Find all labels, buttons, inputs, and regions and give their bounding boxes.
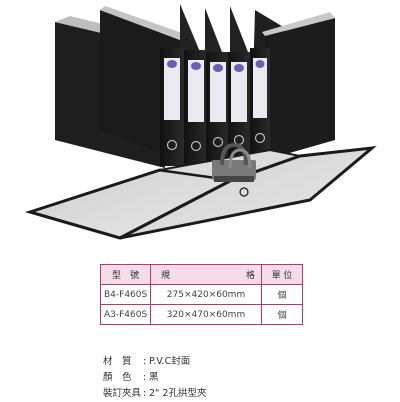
table-row: A3-F460S 320×470×60mm 個: [100, 304, 303, 325]
binder-cover-inside: [262, 12, 335, 36]
lever-arch-mechanism: [212, 142, 256, 182]
binder-spine: [228, 52, 250, 160]
attribute-label: 裝訂夾具: [103, 388, 142, 399]
header-size-right: 格: [245, 271, 255, 281]
cell-size: 275×420×60mm: [150, 284, 262, 305]
attribute-color: 顏 色:黑: [103, 370, 206, 386]
attribute-material: 材 質:P.V.C封面: [103, 354, 206, 370]
attribute-value: P.V.C封面: [149, 356, 191, 367]
header-size-left: 規: [161, 271, 171, 281]
cell-model: A3-F460S: [100, 304, 151, 325]
binder-cover-inside: [100, 6, 185, 40]
spec-table-header-row: 型 號 規 格 單 位: [100, 264, 303, 285]
attribute-value: 2" 2孔拱型夾: [149, 388, 207, 399]
cell-unit: 個: [261, 284, 303, 305]
header-unit: 單 位: [261, 264, 303, 285]
attribute-list: 材 質:P.V.C封面 顏 色:黑 裝訂夾具:2" 2孔拱型夾: [103, 354, 206, 402]
cell-unit: 個: [261, 304, 303, 325]
header-model: 型 號: [100, 264, 151, 285]
binder-spine: [184, 50, 208, 166]
finger-hole: [239, 187, 249, 197]
binder-cover: [265, 18, 335, 160]
binder-spine: [250, 48, 270, 158]
binder-spine: [206, 52, 230, 162]
open-binder: [24, 142, 377, 240]
attribute-value: 黑: [149, 372, 159, 383]
attribute-label: 材 質: [103, 356, 132, 367]
table-row: B4-F460S 275×420×60mm 個: [100, 284, 303, 305]
attribute-label: 顏 色: [103, 372, 132, 383]
open-binder-right-cover: [119, 145, 377, 240]
attribute-fastener: 裝訂夾具:2" 2孔拱型夾: [103, 386, 206, 402]
product-photo: [24, 4, 377, 240]
binder-spines: [160, 48, 270, 166]
cell-size: 320×470×60mm: [150, 304, 262, 325]
header-size: 規 格: [150, 264, 262, 285]
binder-spine: [160, 48, 184, 166]
spec-table: 型 號 規 格 單 位 B4-F460S 275×420×60mm 個 A3-F…: [100, 264, 303, 325]
cell-model: B4-F460S: [100, 284, 151, 305]
